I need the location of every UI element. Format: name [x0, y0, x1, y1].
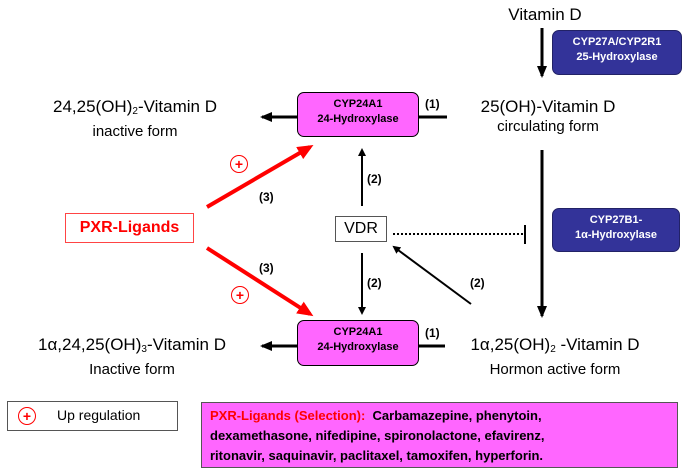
ligands-line-1: PXR-Ligands (Selection): Carbamazepine, … — [210, 408, 542, 423]
enzyme-cyp24a1-bottom: CYP24A1 24-Hydroxylase — [297, 320, 419, 366]
enzyme-cyp27a-cyp2r1: CYP27A/CYP2R1 25-Hydroxylase — [552, 30, 682, 75]
compound-2425oh2-vitamin-d: 24,25(OH)2-Vitamin D inactive form — [30, 97, 240, 141]
enzyme-cyp27b1: CYP27B1- 1α-Hydroxylase — [552, 208, 680, 252]
enzyme-name: CYP27B1- — [589, 214, 643, 226]
compound-form: circulating form — [497, 118, 599, 135]
legend: + Up regulation — [7, 401, 178, 431]
compound-name: 25(OH)-Vitamin D — [480, 97, 616, 116]
ref-label-1-top: (1) — [425, 97, 440, 111]
enzyme-function: 24-Hydroxylase — [317, 341, 399, 353]
enzyme-function: 1α-Hydroxylase — [575, 229, 657, 241]
compound-name: Vitamin D — [508, 5, 582, 24]
compound-name: 24,25(OH)2-Vitamin D — [53, 97, 217, 117]
arrow-1a25-to-vdr — [392, 245, 472, 305]
upregulation-plus-icon: + — [230, 155, 248, 173]
pxr-ligands-selection-box: PXR-Ligands (Selection): Carbamazepine, … — [201, 402, 678, 468]
ref-label-2-up: (2) — [367, 172, 382, 186]
compound-1a25oh2-vitamin-d: 1α,25(OH)2 -Vitamin D Hormon active form — [455, 335, 655, 379]
ref-label-2-diag: (2) — [470, 276, 485, 290]
legend-text: Up regulation — [57, 407, 141, 423]
compound-25oh-vitamin-d: 25(OH)-Vitamin D circulating form — [458, 97, 638, 136]
ref-label-1-bottom: (1) — [425, 326, 440, 340]
enzyme-name: CYP24A1 — [333, 98, 383, 110]
enzyme-name: CYP27A/CYP2R1 — [572, 36, 662, 48]
ref-label-3-top: (3) — [259, 190, 274, 204]
compound-form: Hormon active form — [489, 361, 621, 378]
compound-form: inactive form — [92, 123, 178, 140]
enzyme-name: CYP24A1 — [333, 326, 383, 338]
compound-name: 1α,25(OH)2 -Vitamin D — [470, 335, 640, 355]
enzyme-function: 25-Hydroxylase — [576, 51, 658, 63]
arrow-pxr-to-cyp24-top — [205, 144, 314, 209]
ligands-line-3: ritonavir, saquinavir, paclitaxel, tamox… — [210, 448, 544, 463]
compound-form: Inactive form — [89, 361, 175, 378]
pxr-ligands-node: PXR-Ligands — [65, 213, 194, 243]
ligands-heading: PXR-Ligands (Selection): — [210, 408, 366, 423]
ref-label-3-bottom: (3) — [259, 261, 274, 275]
upregulation-plus-icon: + — [231, 286, 249, 304]
compound-vitamin-d: Vitamin D — [490, 5, 600, 25]
compound-1a2425oh3-vitamin-d: 1α,24,25(OH)3-Vitamin D Inactive form — [14, 335, 250, 379]
enzyme-function: 24-Hydroxylase — [317, 113, 399, 125]
upregulation-plus-icon: + — [18, 407, 36, 425]
ref-label-2-down: (2) — [367, 276, 382, 290]
vdr-node: VDR — [335, 216, 387, 242]
compound-name: 1α,24,25(OH)3-Vitamin D — [38, 335, 226, 355]
enzyme-cyp24a1-top: CYP24A1 24-Hydroxylase — [297, 92, 419, 137]
ligands-line-2: dexamethasone, nifedipine, spironolacton… — [210, 428, 545, 443]
arrow-pxr-to-cyp24-bottom — [205, 246, 314, 317]
